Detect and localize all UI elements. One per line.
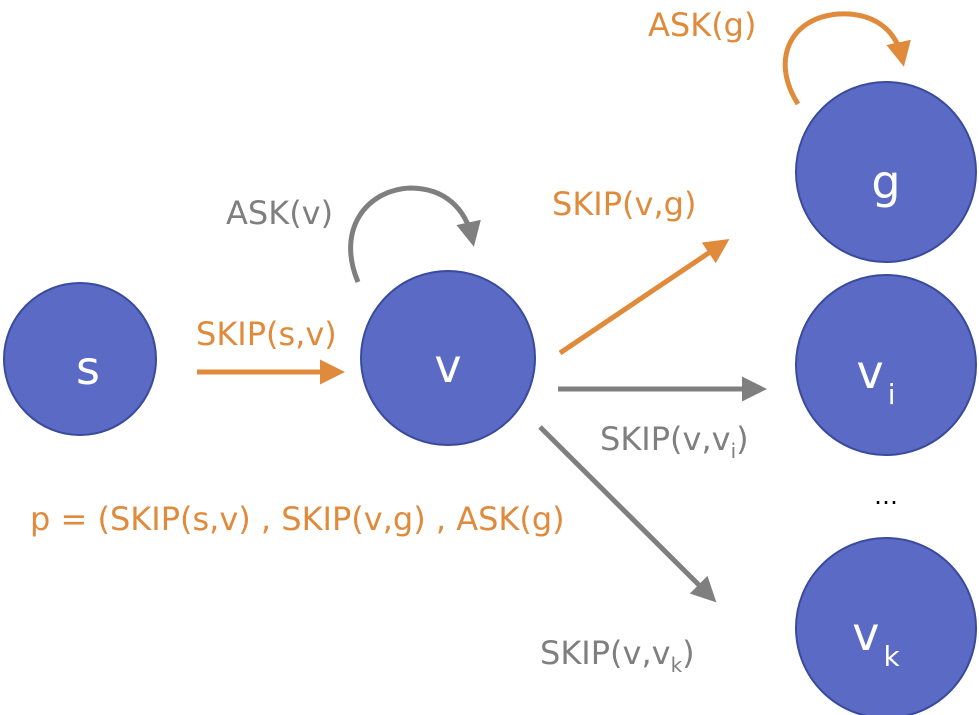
label-skip-v-vi-sub: i xyxy=(731,439,737,463)
node-g-label: g xyxy=(871,155,900,209)
label-skip-v-g: SKIP(v,g) xyxy=(552,185,696,223)
node-vi-base: v xyxy=(856,345,883,399)
label-ask-g: ASK(g) xyxy=(648,6,756,44)
label-skip-v-vi-prefix: SKIP(v,v xyxy=(600,420,731,458)
node-vk-subscript: k xyxy=(884,640,901,673)
label-skip-v-vk-prefix: SKIP(v,v xyxy=(540,634,671,672)
edge-skip-v-vk xyxy=(538,425,717,603)
node-vk-base: v xyxy=(852,607,879,661)
label-skip-v-vk-sub: k xyxy=(671,653,683,677)
label-skip-v-vi-suffix: ) xyxy=(736,420,748,458)
label-skip-v-vi: SKIP(v,vi) xyxy=(600,420,749,463)
label-skip-v-vk-suffix: ) xyxy=(682,634,694,672)
node-s-label: s xyxy=(76,341,100,395)
label-ask-v: ASK(v) xyxy=(226,194,333,232)
label-skip-s-v: SKIP(s,v) xyxy=(196,315,337,353)
edge-skip-v-g xyxy=(558,238,730,356)
node-v: v xyxy=(360,270,536,446)
edge-ask-g-loop xyxy=(782,11,911,106)
node-g: g xyxy=(795,81,977,263)
node-v-label: v xyxy=(434,339,461,393)
node-s: s xyxy=(3,282,157,436)
edge-ask-v-loop xyxy=(348,185,481,283)
label-skip-v-vk: SKIP(v,vk) xyxy=(540,634,695,677)
node-vi-subscript: i xyxy=(888,378,896,411)
ellipsis: … xyxy=(874,482,898,510)
path-expression: p = (SKIP(s,v) , SKIP(v,g) , ASK(g) xyxy=(30,500,565,538)
